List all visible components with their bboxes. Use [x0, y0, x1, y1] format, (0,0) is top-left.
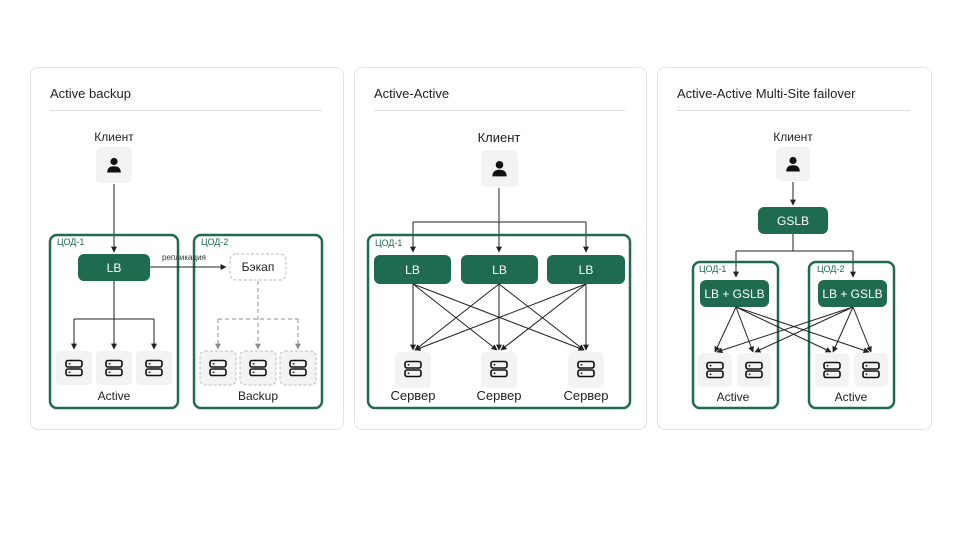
- lb-gslb-node: [700, 280, 769, 307]
- dc1-label: ЦОД-1: [699, 264, 727, 274]
- panel-title: Active-Active: [374, 86, 450, 101]
- dc2-label: ЦОД-2: [817, 264, 845, 274]
- server-label: Сервер: [563, 388, 609, 403]
- replication-label: репликация: [162, 253, 206, 262]
- backup-node-label: Бэкап: [241, 260, 275, 274]
- dc1-frame: [366, 233, 632, 410]
- lb-label: LB: [106, 260, 122, 275]
- dc1-label: ЦОД-1: [57, 237, 85, 247]
- client-label: Клиент: [477, 130, 521, 145]
- panel-3-graphics: [691, 147, 896, 410]
- active-label: Active: [97, 389, 131, 403]
- active-label: Active: [716, 390, 750, 404]
- client-label: Клиент: [94, 130, 134, 144]
- lb-label: LB: [405, 262, 420, 277]
- server-label: Сервер: [476, 388, 522, 403]
- lb-gslb-label: LB + GSLB: [704, 286, 765, 301]
- dc1-frame: [691, 260, 780, 410]
- divider: [677, 110, 910, 111]
- lb-label: LB: [492, 262, 507, 277]
- lb-node: [78, 254, 150, 281]
- backup-group-label: Backup: [237, 389, 279, 403]
- dc1-label: ЦОД-1: [375, 238, 403, 248]
- panel-title: Active-Active Multi-Site failover: [677, 86, 856, 101]
- panel-2-graphics: [366, 150, 632, 410]
- lb-label: LB: [578, 262, 594, 277]
- lb-gslb-node: [818, 280, 887, 307]
- client-label: Клиент: [773, 130, 813, 144]
- panel-1-graphics: [48, 147, 324, 410]
- dc2-frame: [807, 260, 896, 410]
- divider: [374, 110, 625, 111]
- server-label: Сервер: [390, 388, 436, 403]
- lb-node: [461, 255, 538, 284]
- divider: [50, 110, 322, 111]
- lb-gslb-label: LB + GSLB: [822, 286, 883, 301]
- panel-title: Active backup: [50, 86, 131, 101]
- dc1-frame: [48, 233, 180, 410]
- gslb-label: GSLB: [776, 213, 809, 228]
- backup-node: [229, 253, 287, 281]
- lb-node: [547, 255, 625, 284]
- lb-node: [374, 255, 451, 284]
- gslb-node: [758, 207, 828, 234]
- dc2-frame: [192, 233, 324, 410]
- active-label: Active: [834, 390, 868, 404]
- dc2-label: ЦОД-2: [201, 237, 229, 247]
